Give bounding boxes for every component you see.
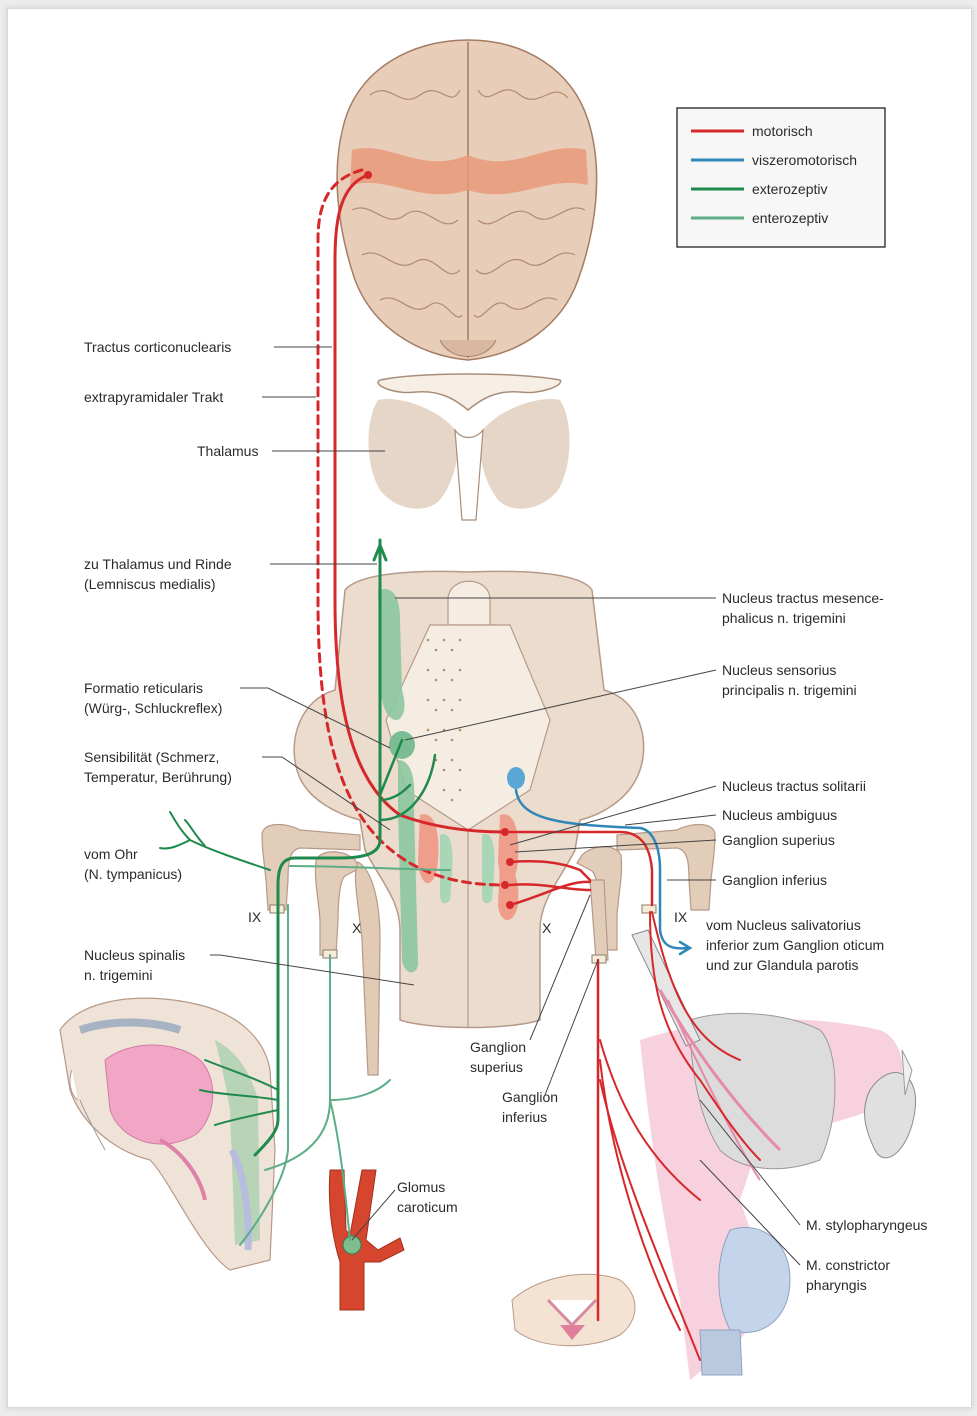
label-vom-ohr-line1: vom Ohr — [84, 846, 138, 862]
label-ix-left: IX — [248, 909, 262, 925]
label-vom-ohr-line2: (N. tympanicus) — [84, 866, 182, 882]
legend: motorisch viszeromotorisch exterozeptiv … — [677, 108, 885, 247]
label-ambiguus: Nucleus ambiguus — [722, 807, 837, 823]
head-sagittal — [60, 998, 275, 1270]
label-formatio-line1: Formatio reticularis — [84, 680, 203, 696]
label-ganglion-superius-center-line2: superius — [470, 1059, 523, 1075]
legend-label-exterozeptiv: exterozeptiv — [752, 181, 827, 197]
label-sensorius-line2: principalis n. trigemini — [722, 682, 857, 698]
label-glomus-line1: Glomus — [397, 1179, 445, 1195]
label-constrictor-line1: M. constrictor — [806, 1257, 890, 1273]
legend-label-viszeromotorisch: viszeromotorisch — [752, 152, 857, 168]
label-constrictor-line2: pharyngis — [806, 1277, 867, 1293]
brainstem — [294, 571, 644, 1028]
label-salivatorius-line2: inferior zum Ganglion oticum — [706, 937, 884, 953]
label-x-left: X — [352, 920, 362, 936]
legend-label-enterozeptiv: enterozeptiv — [752, 210, 828, 226]
label-mesence-line1: Nucleus tractus mesence- — [722, 590, 884, 606]
label-glomus-line2: caroticum — [397, 1199, 458, 1215]
label-tractus-corticonuclearis: Tractus corticonuclearis — [84, 339, 231, 355]
legend-label-motorisch: motorisch — [752, 123, 813, 139]
label-thalamus: Thalamus — [197, 443, 258, 459]
label-ganglion-superius-right: Ganglion superius — [722, 832, 835, 848]
label-nucleus-spinalis-line2: n. trigemini — [84, 967, 152, 983]
brain — [337, 40, 597, 360]
label-mesence-line2: phalicus n. trigemini — [722, 610, 846, 626]
label-solitarii: Nucleus tractus solitarii — [722, 778, 866, 794]
label-sensorius-line1: Nucleus sensorius — [722, 662, 836, 678]
label-ganglion-inferius-right: Ganglion inferius — [722, 872, 827, 888]
carotid-artery — [329, 1170, 404, 1310]
label-formatio-line2: (Würg-, Schluckreflex) — [84, 700, 222, 716]
label-extrapyramidaler-trakt: extrapyramidaler Trakt — [84, 389, 223, 405]
label-zu-thalamus-line1: zu Thalamus und Rinde — [84, 556, 232, 572]
larynx — [512, 1274, 635, 1345]
label-nucleus-spinalis-line1: Nucleus spinalis — [84, 947, 185, 963]
label-sensibilitaet-line1: Sensibilität (Schmerz, — [84, 749, 219, 765]
label-x-right: X — [542, 920, 552, 936]
label-ganglion-inferius-center-line1: Ganglion — [502, 1089, 558, 1105]
label-stylopharyngeus: M. stylopharyngeus — [806, 1217, 927, 1233]
label-ganglion-superius-center-line1: Ganglion — [470, 1039, 526, 1055]
label-sensibilitaet-line2: Temperatur, Berührung) — [84, 769, 232, 785]
pharynx-muscles — [632, 930, 916, 1380]
label-zu-thalamus-line2: (Lemniscus medialis) — [84, 576, 215, 592]
label-ix-right: IX — [674, 909, 688, 925]
left-labels: Tractus corticonuclearis extrapyramidale… — [84, 339, 258, 983]
label-salivatorius-line1: vom Nucleus salivatorius — [706, 917, 861, 933]
thalamus — [368, 374, 569, 520]
label-salivatorius-line3: und zur Glandula parotis — [706, 957, 859, 973]
label-ganglion-inferius-center-line2: inferius — [502, 1109, 547, 1125]
